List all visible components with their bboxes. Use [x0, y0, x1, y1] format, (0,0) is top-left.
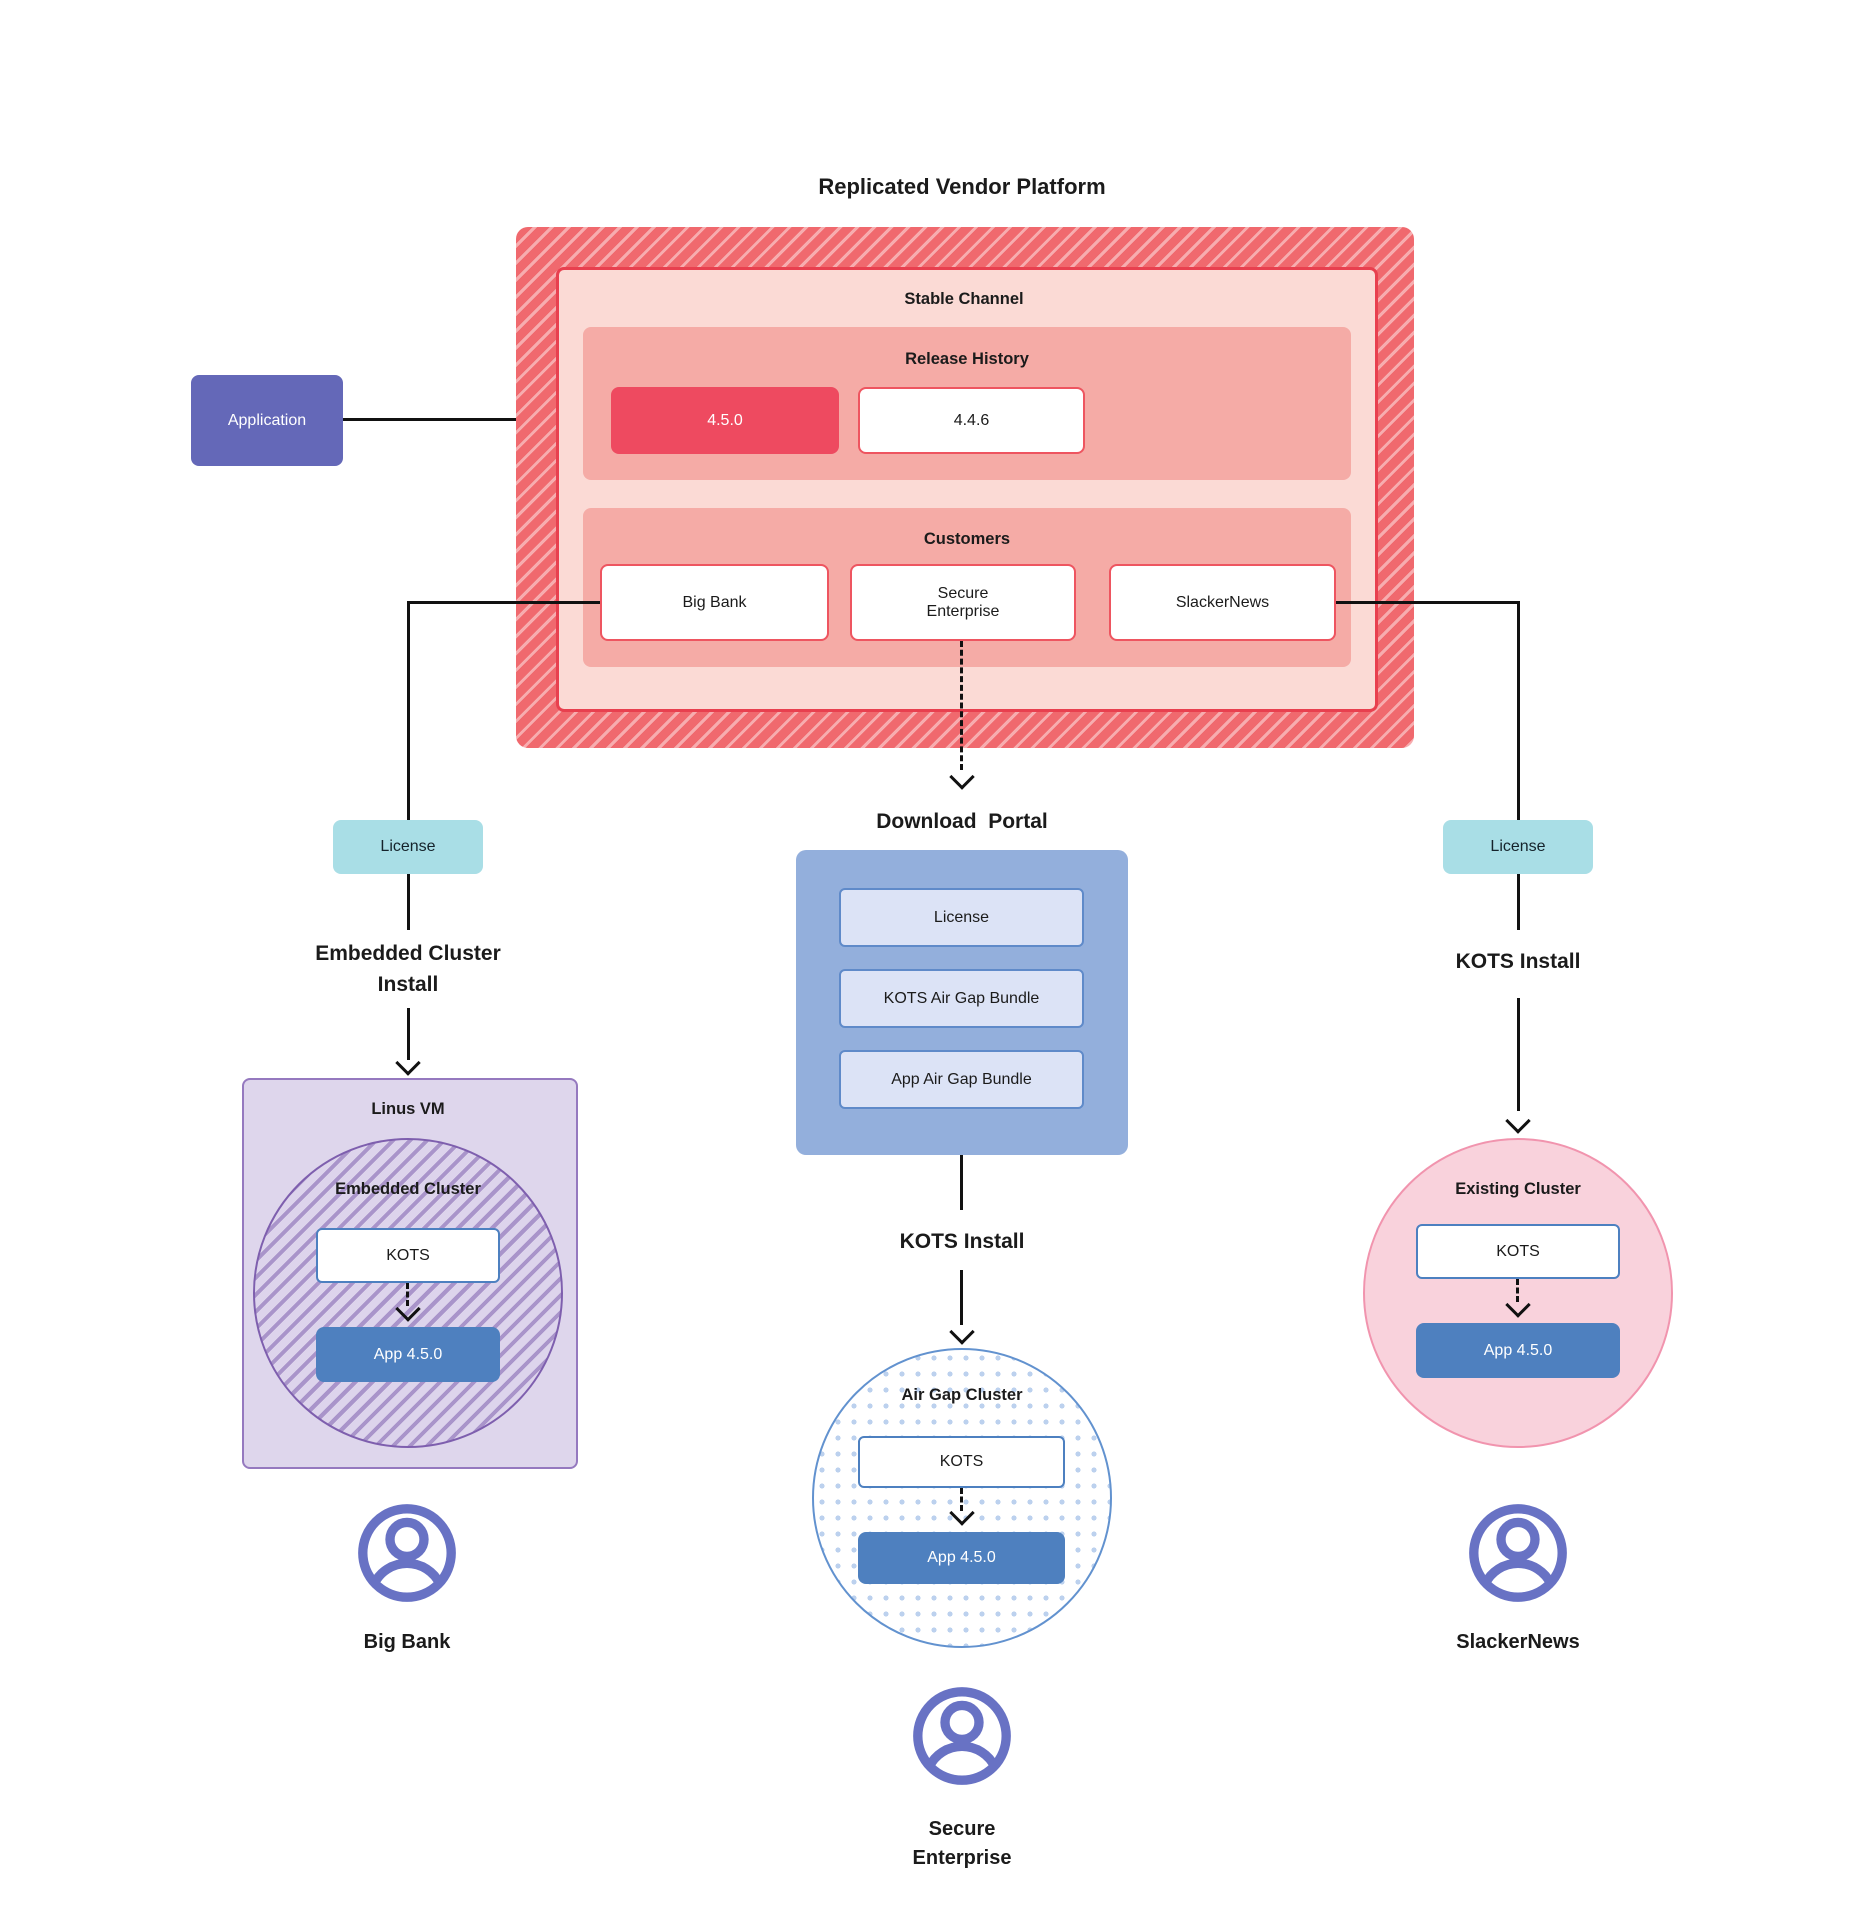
- portal-item-kots-airgap-bundle: KOTS Air Gap Bundle: [839, 969, 1084, 1028]
- middle-arrowhead-icon: [949, 1319, 975, 1345]
- license-node-right: License: [1443, 820, 1593, 874]
- slackernews-user-icon: [1469, 1504, 1567, 1602]
- right-connector-3: [1517, 998, 1520, 1111]
- application-arrow-line: [343, 418, 592, 421]
- secure-enterprise-user-icon: [913, 1687, 1011, 1785]
- secure-enterprise-user-label: Secure Enterprise: [912, 1818, 1012, 1869]
- embedded-cluster-label: Embedded Cluster: [335, 1180, 481, 1198]
- release-4-5-0: 4.5.0: [611, 387, 839, 454]
- left-connector-3: [407, 1008, 410, 1060]
- diagram-title: Replicated Vendor Platform: [818, 174, 1106, 199]
- big-bank-connector-horizontal: [407, 601, 600, 604]
- download-portal-label: Download Portal: [876, 810, 1048, 833]
- customer-secure-enterprise: Secure Enterprise: [850, 564, 1076, 641]
- customer-slackernews-label: SlackerNews: [1175, 593, 1270, 611]
- release-4-4-6: 4.4.6: [858, 387, 1085, 454]
- customers-label: Customers: [923, 530, 1011, 548]
- linus-vm-label: Linus VM: [371, 1100, 445, 1118]
- app-node-right: App 4.5.0: [1416, 1323, 1620, 1378]
- big-bank-user-label: Big Bank: [363, 1631, 451, 1653]
- big-bank-user-icon: [358, 1504, 456, 1602]
- kots-install-label-middle: KOTS Install: [899, 1230, 1025, 1253]
- right-kots-app-dashed-line: [1516, 1279, 1519, 1302]
- customer-slackernews: SlackerNews: [1109, 564, 1336, 641]
- kots-node-middle: KOTS: [858, 1436, 1065, 1488]
- app-node-left: App 4.5.0: [316, 1327, 500, 1382]
- slackernews-connector-vertical: [1517, 601, 1520, 820]
- portal-arrowhead-icon: [949, 764, 975, 790]
- application-node: Application: [191, 375, 343, 466]
- release-history-label: Release History: [905, 350, 1029, 368]
- kots-node-right: KOTS: [1416, 1224, 1620, 1279]
- stable-channel-label: Stable Channel: [904, 290, 1024, 308]
- portal-item-app-airgap-bundle: App Air Gap Bundle: [839, 1050, 1084, 1109]
- middle-kots-app-dashed-line: [960, 1488, 963, 1511]
- secure-enterprise-dashed-line: [960, 641, 963, 770]
- right-connector-2: [1517, 874, 1520, 930]
- big-bank-connector-vertical: [407, 601, 410, 820]
- right-arrowhead-icon: [1505, 1108, 1531, 1134]
- kots-node-left: KOTS: [316, 1228, 500, 1283]
- slackernews-user-label: SlackerNews: [1456, 1631, 1580, 1653]
- slackernews-connector-horizontal: [1336, 601, 1520, 604]
- kots-install-label-right: KOTS Install: [1455, 950, 1581, 973]
- air-gap-cluster-label: Air Gap Cluster: [901, 1386, 1023, 1404]
- existing-cluster-label: Existing Cluster: [1455, 1180, 1581, 1198]
- app-node-middle: App 4.5.0: [858, 1532, 1065, 1584]
- customer-big-bank: Big Bank: [600, 564, 829, 641]
- customer-secure-enterprise-label: Secure Enterprise: [926, 584, 1000, 620]
- middle-connector-2: [960, 1270, 963, 1325]
- left-kots-app-dashed-line: [406, 1283, 409, 1306]
- license-node-left: License: [333, 820, 483, 874]
- middle-connector-1: [960, 1155, 963, 1210]
- embedded-cluster-install-label: Embedded Cluster Install: [315, 942, 501, 996]
- left-connector-2: [407, 874, 410, 930]
- left-arrowhead-icon: [395, 1050, 421, 1076]
- portal-item-license: License: [839, 888, 1084, 947]
- customer-big-bank-label: Big Bank: [682, 593, 747, 611]
